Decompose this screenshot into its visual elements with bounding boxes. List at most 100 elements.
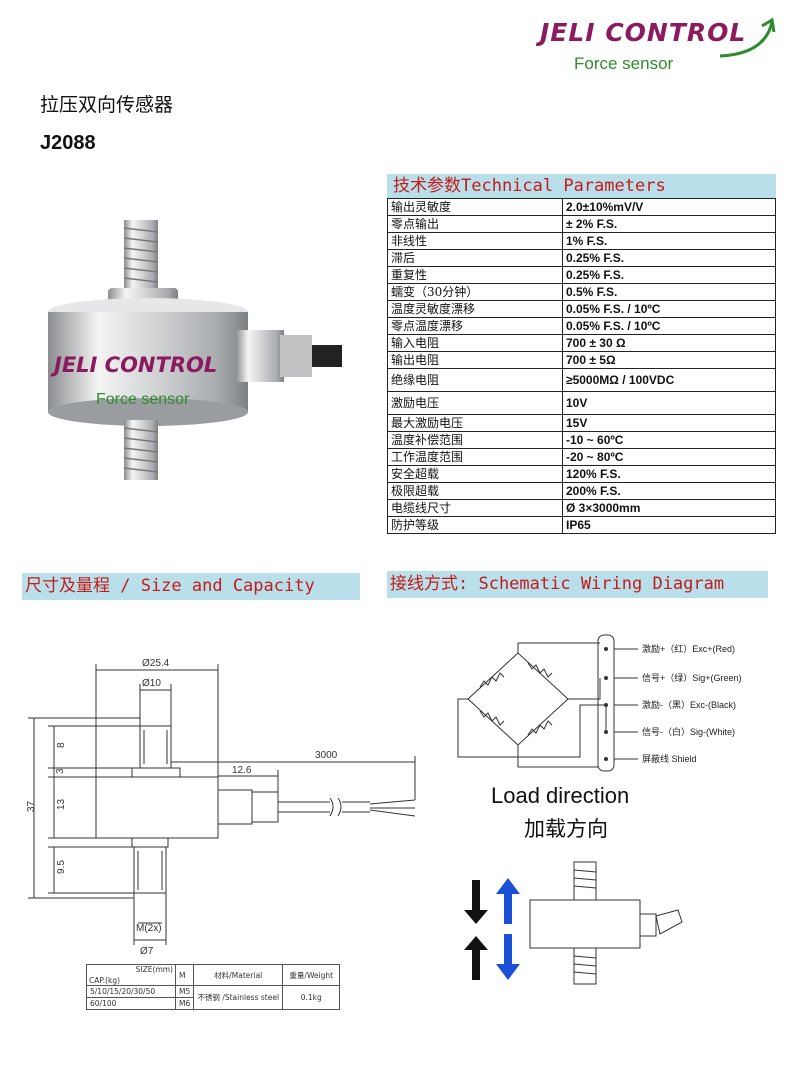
spec-value: 120% F.S. <box>562 465 776 483</box>
spec-value: Ø 3×3000mm <box>562 499 776 517</box>
dim-total-height: 37 <box>26 800 37 812</box>
spec-value: -20 ~ 80ºC <box>562 448 776 466</box>
size-section-title: 尺寸及量程 / Size and Capacity <box>22 573 360 600</box>
spec-key: 工作温度范围 <box>387 448 563 466</box>
spec-value: 2.0±10%mV/V <box>562 198 776 216</box>
cap-header: CAP.(kg) <box>89 976 121 985</box>
m-header: M <box>174 964 195 986</box>
arrow-up-black-icon <box>464 936 488 980</box>
wire-sig-minus: 信号-（白）Sig-(White) <box>642 726 735 737</box>
spec-value: IP65 <box>562 516 776 534</box>
wire-sig-plus: 信号+（绿）Sig+(Green) <box>642 672 742 683</box>
load-direction-title: Load direction <box>491 783 630 808</box>
m-row-2: M6 <box>174 997 195 1010</box>
product-photo: JELI CONTROL Force sensor <box>40 200 360 490</box>
product-title-cn: 拉压双向传感器 <box>40 94 174 116</box>
cap-row-2: 60/100 <box>86 997 176 1010</box>
arrow-down-blue-icon <box>496 934 520 980</box>
spec-key: 零点温度漂移 <box>387 317 563 335</box>
material-header: 材料/Material <box>193 964 284 986</box>
spec-table-title: 技术参数Technical Parameters <box>387 174 776 198</box>
dim-shoulder: 3 <box>55 768 66 774</box>
product-model: J2088 <box>40 132 96 154</box>
dim-stud-diameter: Ø10 <box>142 678 161 689</box>
spec-value: 10V <box>562 391 776 415</box>
spec-value: ± 2% F.S. <box>562 215 776 233</box>
spec-key: 绝缘电阻 <box>387 368 563 392</box>
spec-key: 防护等级 <box>387 516 563 534</box>
spec-row: 蠕变（30分钟）0.5% F.S. <box>387 283 776 301</box>
spec-row: 零点输出± 2% F.S. <box>387 215 776 233</box>
spec-value: 0.25% F.S. <box>562 266 776 284</box>
size-capacity-table: SIZE(mm) CAP.(kg) M 材料/Material 重量/Weigh… <box>86 964 341 1010</box>
spec-key: 温度补偿范围 <box>387 431 563 449</box>
spec-row: 工作温度范围-20 ~ 80ºC <box>387 448 776 466</box>
spec-value: 0.05% F.S. / 10ºC <box>562 300 776 318</box>
size-header: SIZE(mm) <box>135 965 173 974</box>
dim-cable-length: 3000 <box>315 750 338 761</box>
spec-key: 非线性 <box>387 232 563 250</box>
spec-value: 0.5% F.S. <box>562 283 776 301</box>
spec-value: ≥5000MΩ / 100VDC <box>562 368 776 392</box>
photo-tagline: Force sensor <box>96 391 190 408</box>
photo-brand-text: JELI CONTROL <box>50 353 217 377</box>
wiring-diagram: 激励+（红）Exc+(Red) 信号+（绿）Sig+(Green) 激励-（黑）… <box>457 634 742 772</box>
spec-key: 激励电压 <box>387 391 563 415</box>
weight-header: 重量/Weight <box>282 964 341 986</box>
spec-key: 电缆线尺寸 <box>387 499 563 517</box>
dim-body-diameter: Ø25.4 <box>142 658 170 669</box>
dim-bottom-diameter: Ø7 <box>140 946 154 957</box>
spec-key: 极限超载 <box>387 482 563 500</box>
dim-thread: M(2x) <box>136 923 162 934</box>
arrow-up-blue-icon <box>496 878 520 924</box>
material-value: 不锈钢 /Stainless steel <box>193 985 284 1010</box>
spec-value: 700 ± 30 Ω <box>562 334 776 352</box>
spec-key: 输入电阻 <box>387 334 563 352</box>
spec-key: 安全超载 <box>387 465 563 483</box>
logo-brand-text: JELI CONTROL <box>540 18 747 47</box>
dim-bottom-stud: 9.5 <box>56 860 67 874</box>
spec-value: -10 ~ 60ºC <box>562 431 776 449</box>
dim-gland-length: 12.6 <box>232 765 252 776</box>
spec-key: 重复性 <box>387 266 563 284</box>
wire-exc-minus: 激励-（黑）Exc-(Black) <box>642 699 736 710</box>
load-direction-title-cn: 加载方向 <box>524 817 608 841</box>
dim-body-height: 13 <box>56 798 67 810</box>
weight-value: 0.1kg <box>282 985 341 1010</box>
wire-shield: 屏蔽线 Shield <box>642 753 697 764</box>
dimension-drawing: Ø25.4 Ø10 3000 12.6 8 3 37 13 9.5 M(2x) … <box>26 658 416 957</box>
logo-swoosh-icon <box>719 17 776 58</box>
spec-value: 200% F.S. <box>562 482 776 500</box>
spec-value: 0.25% F.S. <box>562 249 776 267</box>
spec-key: 输出电阻 <box>387 351 563 369</box>
spec-key: 最大激励电压 <box>387 414 563 432</box>
spec-row: 绝缘电阻≥5000MΩ / 100VDC <box>387 368 776 392</box>
spec-key: 蠕变（30分钟） <box>387 283 563 301</box>
spec-value: 15V <box>562 414 776 432</box>
spec-key: 滞后 <box>387 249 563 267</box>
spec-value: 1% F.S. <box>562 232 776 250</box>
spec-value: 0.05% F.S. / 10ºC <box>562 317 776 335</box>
brand-logo: JELI CONTROL Force sensor <box>540 14 780 78</box>
arrow-down-black-icon <box>464 880 488 924</box>
load-direction-drawing <box>464 861 683 985</box>
load-arrows <box>464 878 520 980</box>
wiring-section-title: 接线方式: Schematic Wiring Diagram <box>387 571 768 598</box>
spec-key: 输出灵敏度 <box>387 198 563 216</box>
